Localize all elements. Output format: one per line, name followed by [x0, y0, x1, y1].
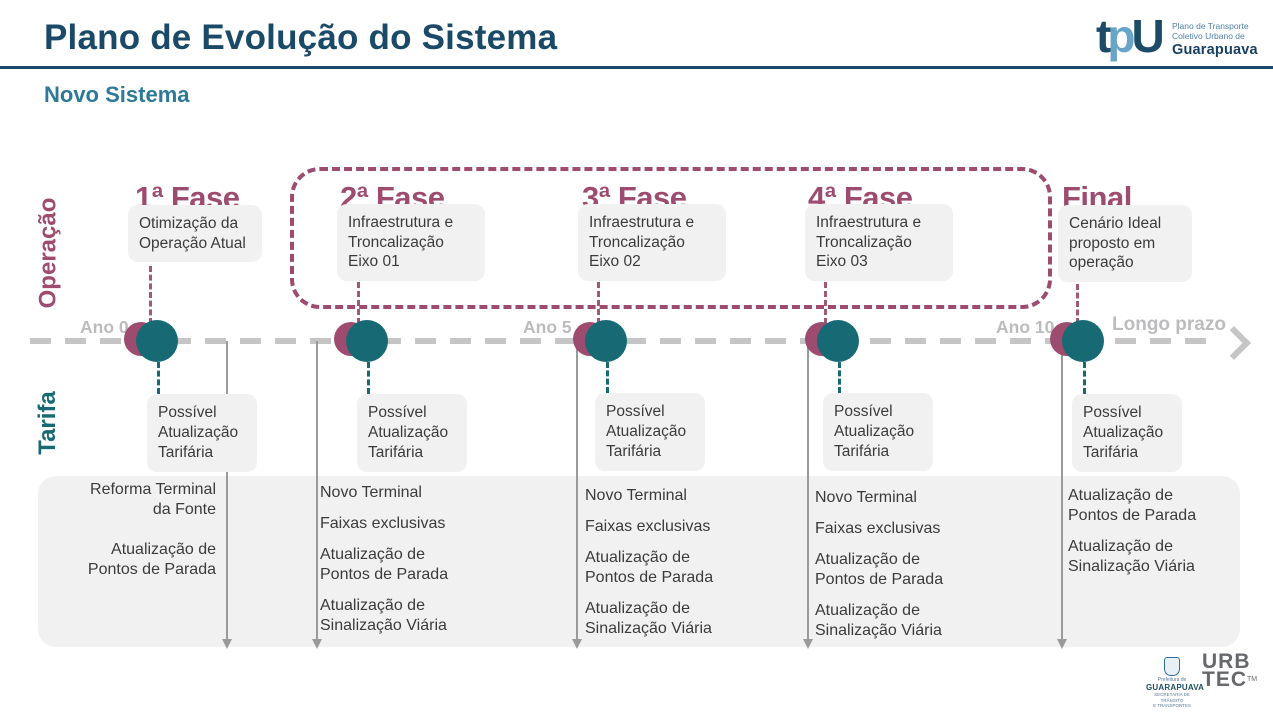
- phase-1-connector: [149, 266, 152, 324]
- phase-2-tariff-note: Possível Atualização Tarifária: [357, 394, 467, 472]
- phase-1-investment-arrowhead-icon: [222, 639, 232, 649]
- phase-4-tariff-connector: [838, 362, 841, 393]
- urbtec-line1: URB: [1202, 650, 1251, 673]
- phase-4-investment-arrowhead-icon: [803, 639, 813, 649]
- row-label-operacao: Operação: [34, 197, 61, 309]
- prefeitura-sub2: E TRANSPORTES: [1153, 703, 1191, 708]
- prefeitura-sub1: SECRETARIA DE TRÂNSITO: [1154, 692, 1190, 703]
- tpu-logo-city: Guarapuava: [1172, 42, 1258, 58]
- phase-final-investment-arrowhead-icon: [1057, 639, 1067, 649]
- timeline-marker-longo-prazo: Longo prazo: [1112, 314, 1226, 335]
- phase-2-investment-arrow: [316, 341, 318, 640]
- page-subtitle: Novo Sistema: [44, 82, 190, 107]
- investment-item: Atualização de Pontos de Parada: [1068, 487, 1197, 524]
- investment-item: Novo Terminal: [320, 484, 422, 501]
- investment-item: Atualização de Pontos de Parada: [320, 546, 449, 583]
- phase-final-tariff-note: Possível Atualização Tarifária: [1072, 394, 1182, 472]
- investment-item: Atualização de Sinalização Viária: [320, 597, 447, 634]
- investments-phase-3: Novo Terminal Faixas exclusivas Atualiza…: [585, 486, 720, 650]
- investment-item: Faixas exclusivas: [815, 520, 941, 537]
- tpu-tagline-line2: Coletivo Urbano de: [1172, 31, 1245, 41]
- phase-1-tariff-note: Possível Atualização Tarifária: [147, 394, 257, 472]
- phase-final-dot-teal: [1062, 320, 1104, 362]
- investments-phase-1: Reforma Terminal da Fonte Atualização de…: [76, 480, 216, 600]
- phase-4-tariff-note: Possível Atualização Tarifária: [823, 393, 933, 471]
- phase-2-description: Infraestrutura e Troncalização Eixo 01: [337, 204, 485, 281]
- phase-3-connector: [597, 282, 600, 324]
- phase-2-dot-teal: [346, 320, 388, 362]
- phase-2-connector: [357, 282, 360, 324]
- investment-item: Atualização de Sinalização Viária: [1068, 538, 1195, 575]
- tpu-tagline-line1: Plano de Transporte: [1172, 21, 1249, 31]
- timeline-marker-ano0: Ano 0: [80, 317, 129, 337]
- phase-3-investment-arrow: [576, 341, 578, 640]
- header-divider: [0, 66, 1273, 69]
- investment-item: Atualização de Sinalização Viária: [585, 600, 712, 637]
- timeline-marker-ano5: Ano 5: [523, 317, 572, 337]
- investment-item: Faixas exclusivas: [320, 515, 446, 532]
- phase-3-dot-teal: [585, 320, 627, 362]
- phase-3-tariff-note: Possível Atualização Tarifária: [595, 393, 705, 471]
- phase-1-tariff-connector: [157, 362, 160, 394]
- investment-item: Atualização de Pontos de Parada: [87, 541, 216, 578]
- phase-final-tariff-connector: [1083, 362, 1086, 394]
- phase-1-dot-teal: [136, 320, 178, 362]
- urbtec-logo: URB TECTM: [1202, 650, 1258, 691]
- phase-final-connector: [1076, 284, 1079, 324]
- phase-4-dot-teal: [817, 320, 859, 362]
- prefeitura-name: GUARAPUAVA: [1146, 683, 1205, 692]
- phase-2-investment-arrowhead-icon: [312, 639, 322, 649]
- urbtec-line2: TECTM: [1202, 668, 1258, 691]
- phase-2-tariff-connector: [367, 362, 370, 394]
- investment-item: Atualização de Sinalização Viária: [815, 602, 942, 639]
- row-label-tarifa: Tarifa: [34, 391, 62, 455]
- investment-item: Novo Terminal: [585, 487, 687, 504]
- phase-1-description: Otimização da Operação Atual: [128, 205, 262, 262]
- tpu-logo-icon: tpU: [1096, 10, 1165, 62]
- tpu-logo-tagline: Plano de Transporte Coletivo Urbano de: [1172, 21, 1273, 41]
- phase-3-tariff-connector: [606, 362, 609, 393]
- investment-item: Reforma Terminal da Fonte: [90, 481, 216, 518]
- phase-4-investment-arrow: [807, 341, 809, 640]
- phase-3-description: Infraestrutura e Troncalização Eixo 02: [578, 204, 726, 281]
- investments-phase-4: Novo Terminal Faixas exclusivas Atualiza…: [815, 488, 950, 652]
- timeline-marker-ano10: Ano 10: [996, 317, 1055, 337]
- investment-item: Atualização de Pontos de Parada: [585, 549, 714, 586]
- page-title: Plano de Evolução do Sistema: [44, 18, 558, 57]
- phase-1-investment-arrow: [226, 341, 228, 640]
- investments-panel: [38, 476, 1240, 647]
- investments-phase-final: Atualização de Pontos de Parada Atualiza…: [1068, 486, 1208, 588]
- guarapuava-crest-icon: [1164, 657, 1180, 676]
- investment-item: Faixas exclusivas: [585, 518, 711, 535]
- phase-3-investment-arrowhead-icon: [572, 639, 582, 649]
- prefeitura-top-text: Prefeitura de: [1157, 677, 1187, 683]
- phase-final-description: Cenário Ideal proposto em operação: [1058, 205, 1192, 282]
- investment-item: Atualização de Pontos de Parada: [815, 551, 944, 588]
- investments-phase-2: Novo Terminal Faixas exclusivas Atualiza…: [320, 483, 455, 647]
- phases-2-4-dashed-frame: [290, 167, 1052, 309]
- phase-4-description: Infraestrutura e Troncalização Eixo 03: [805, 204, 953, 281]
- phase-4-connector: [824, 282, 827, 324]
- urbtec-tm: TM: [1247, 676, 1258, 683]
- phase-final-investment-arrow: [1061, 341, 1063, 640]
- investment-item: Novo Terminal: [815, 489, 917, 506]
- guarapuava-prefeitura-logo: Prefeitura de GUARAPUAVA SECRETARIA DE T…: [1146, 657, 1205, 709]
